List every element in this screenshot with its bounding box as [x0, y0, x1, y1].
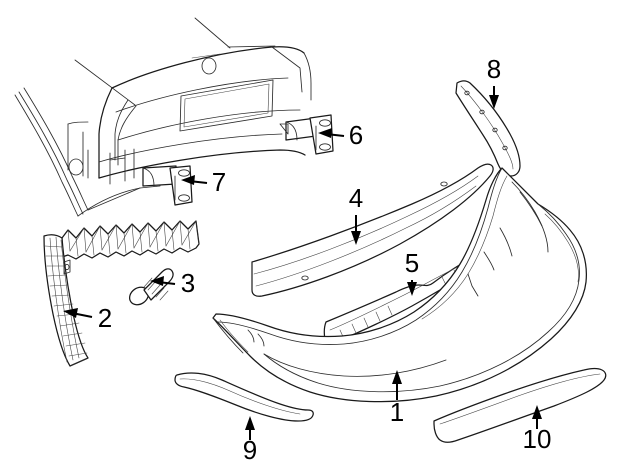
callout-8: 8 [487, 54, 501, 109]
callout-9-label: 9 [243, 435, 257, 465]
callout-9: 9 [243, 416, 257, 465]
side-retainer-part-8 [455, 80, 521, 177]
callout-1: 1 [390, 370, 404, 427]
callout-10: 10 [523, 405, 552, 454]
callout-5: 5 [405, 248, 419, 296]
valance-molding-part-9 [174, 372, 314, 422]
bracket-left-part-7 [142, 165, 193, 206]
upper-molding-part-10 [433, 367, 607, 443]
callout-3: 3 [150, 268, 195, 298]
callout-2-label: 2 [98, 303, 112, 333]
callout-3-label: 3 [181, 268, 195, 298]
callout-7-label: 7 [212, 167, 226, 197]
screw-part-3 [128, 268, 174, 306]
callout-4-label: 4 [349, 183, 363, 213]
callout-5-label: 5 [405, 248, 419, 278]
bumper-cover-part-1 [212, 167, 588, 403]
callout-6-label: 6 [349, 120, 363, 150]
callout-7: 7 [181, 167, 226, 197]
callout-1-label: 1 [390, 397, 404, 427]
callout-4: 4 [349, 183, 363, 245]
callout-10-label: 10 [523, 424, 552, 454]
impact-bar-part-4 [251, 163, 494, 297]
mesh-absorber-part-2 [43, 220, 200, 367]
callout-6: 6 [318, 120, 363, 150]
bracket-right-part-6 [279, 114, 334, 155]
vehicle-rear-body [14, 17, 312, 217]
callout-layer: 1 2 3 4 [63, 54, 551, 465]
callout-8-label: 8 [487, 54, 501, 84]
callout-2: 2 [63, 303, 112, 333]
